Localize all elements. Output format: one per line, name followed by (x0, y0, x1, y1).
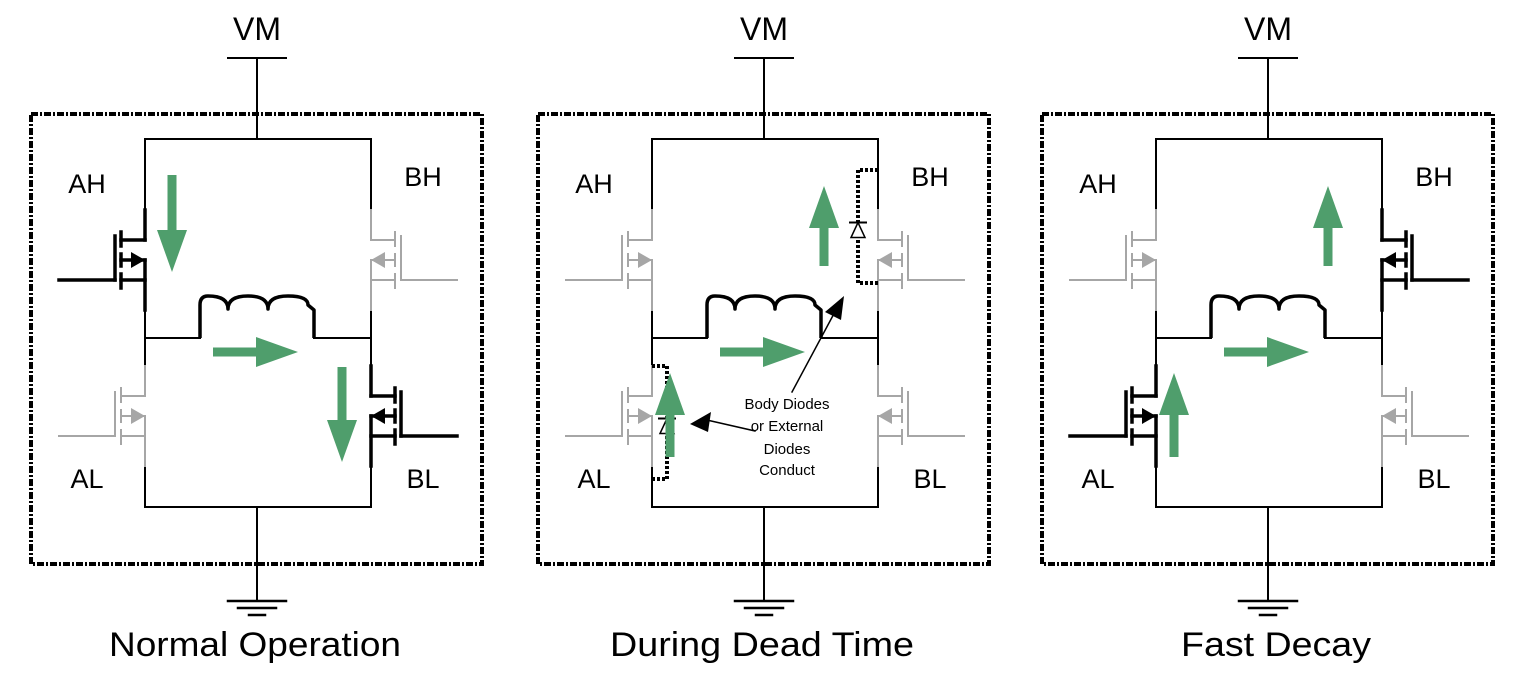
arrow-head (763, 337, 805, 367)
motor-coil-icon (1209, 294, 1327, 338)
panel-fast-decay: VM AH BH AL BL Fast Decay (1040, 11, 1495, 664)
mosfet-body-arrow (131, 252, 145, 268)
mosfet-body-arrow (1142, 252, 1156, 268)
mosfet-body-arrow (371, 252, 385, 268)
motor-coil-icon (198, 294, 316, 338)
mosfet-bh-icon (370, 209, 458, 311)
pointer-line (790, 306, 839, 394)
label-ah: AH (68, 169, 106, 199)
current-arrow-coil-right (720, 337, 805, 367)
current-arrow-bh-up (1313, 186, 1343, 266)
mosfet-ah-icon (565, 209, 653, 311)
mosfet-ah-icon (1069, 209, 1157, 311)
label-al: AL (70, 464, 103, 494)
mosfet-body-arrow (131, 408, 145, 424)
label-bh: BH (911, 162, 949, 192)
mosfet-bh-icon (1380, 208, 1470, 312)
annotation-line: Diodes (764, 441, 811, 458)
diode-bh (849, 168, 878, 285)
vm-label: VM (233, 11, 281, 47)
annotation-text: Body Diodes or External Diodes Conduct (744, 396, 829, 479)
mosfet-al-icon (565, 365, 653, 467)
mosfet-bh-icon (877, 209, 965, 311)
mosfet-body-arrow (878, 408, 892, 424)
arrow-head (1267, 337, 1309, 367)
arrow-head (327, 420, 357, 462)
mosfet-body-arrow (638, 408, 652, 424)
mosfet-body-arrow (1382, 252, 1396, 268)
current-arrow-al-up (655, 373, 685, 457)
label-ah: AH (575, 169, 613, 199)
panel-normal-operation: VM AH BH AL BL Normal Operation (29, 11, 484, 664)
pointer-arrowhead (690, 412, 711, 432)
mosfet-bl-icon (877, 365, 965, 467)
label-ah: AH (1079, 169, 1117, 199)
panel-during-dead-time: VM AH BH AL BL During Dead Time Body Diodes o… (536, 11, 991, 664)
mosfet-body-arrow (638, 252, 652, 268)
current-arrow-bh-up (809, 186, 839, 266)
label-al: AL (577, 464, 610, 494)
mosfet-ah-icon (57, 208, 147, 312)
arrow-head (809, 186, 839, 228)
mosfet-al-icon (1068, 364, 1158, 468)
annotation-line: Body Diodes (744, 396, 829, 413)
panel-caption: Normal Operation (109, 626, 401, 664)
arrow-head (655, 373, 685, 415)
mosfet-body-arrow (1382, 408, 1396, 424)
mosfet-al-icon (58, 365, 146, 467)
annotation-line: Conduct (759, 462, 816, 479)
vm-label: VM (1244, 11, 1292, 47)
mosfet-bl-icon (369, 364, 459, 468)
label-al: AL (1081, 464, 1114, 494)
mosfet-body-arrow (878, 252, 892, 268)
current-arrow-coil-right (213, 337, 298, 367)
label-bl: BL (1417, 464, 1450, 494)
pointer-line (706, 419, 756, 432)
arrow-head (1313, 186, 1343, 228)
label-bh: BH (404, 162, 442, 192)
diode-icon (849, 220, 867, 239)
vm-label: VM (740, 11, 788, 47)
arrow-head (1159, 373, 1189, 415)
mosfet-body-arrow (371, 408, 385, 424)
label-bl: BL (913, 464, 946, 494)
motor-coil-icon (705, 294, 823, 338)
arrow-head (256, 337, 298, 367)
current-arrow-bl-down (327, 367, 357, 462)
current-arrow-coil-right (1224, 337, 1309, 367)
diode-path (856, 168, 878, 285)
mosfet-body-arrow (1142, 408, 1156, 424)
pointer-arrowhead (825, 296, 844, 320)
label-bh: BH (1415, 162, 1453, 192)
current-arrow-ah-down (157, 175, 187, 272)
annotation-pointers (690, 296, 844, 432)
panel-caption: During Dead Time (610, 626, 914, 664)
arrow-head (157, 230, 187, 272)
current-arrow-al-up (1159, 373, 1189, 457)
panel-caption: Fast Decay (1181, 626, 1371, 664)
annotation-line: or External (751, 418, 824, 435)
label-bl: BL (406, 464, 439, 494)
mosfet-bl-icon (1381, 365, 1469, 467)
